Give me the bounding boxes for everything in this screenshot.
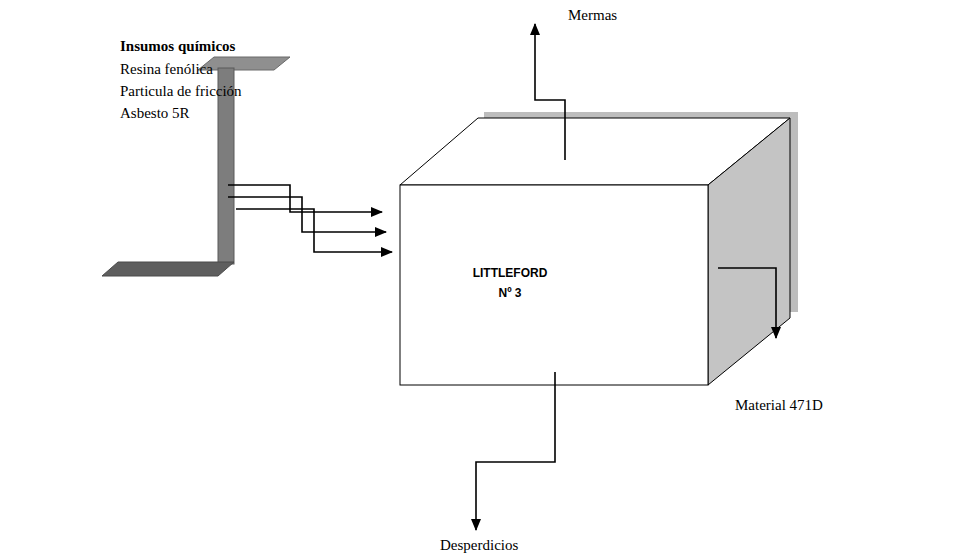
output-name: Desperdicios [440,536,518,554]
input-name: Particula de fricción [120,82,242,100]
machine-node: LITTLEFORDNº 3 [400,185,708,385]
feed-chute [102,57,290,276]
input-name: Asbesto 5R [120,104,190,122]
group-heading: Insumos químicos [120,37,235,55]
machine-box [400,112,798,385]
output-name: Mermas [568,6,617,24]
output-name: Material 471D [735,396,823,414]
input-arrows [228,185,392,252]
input-name: Resina fenólica [120,60,213,78]
machine-name: LITTLEFORD [456,263,564,283]
machine-name: Nº 3 [456,283,564,303]
node-text-group: LITTLEFORDNº 3 [456,263,564,303]
